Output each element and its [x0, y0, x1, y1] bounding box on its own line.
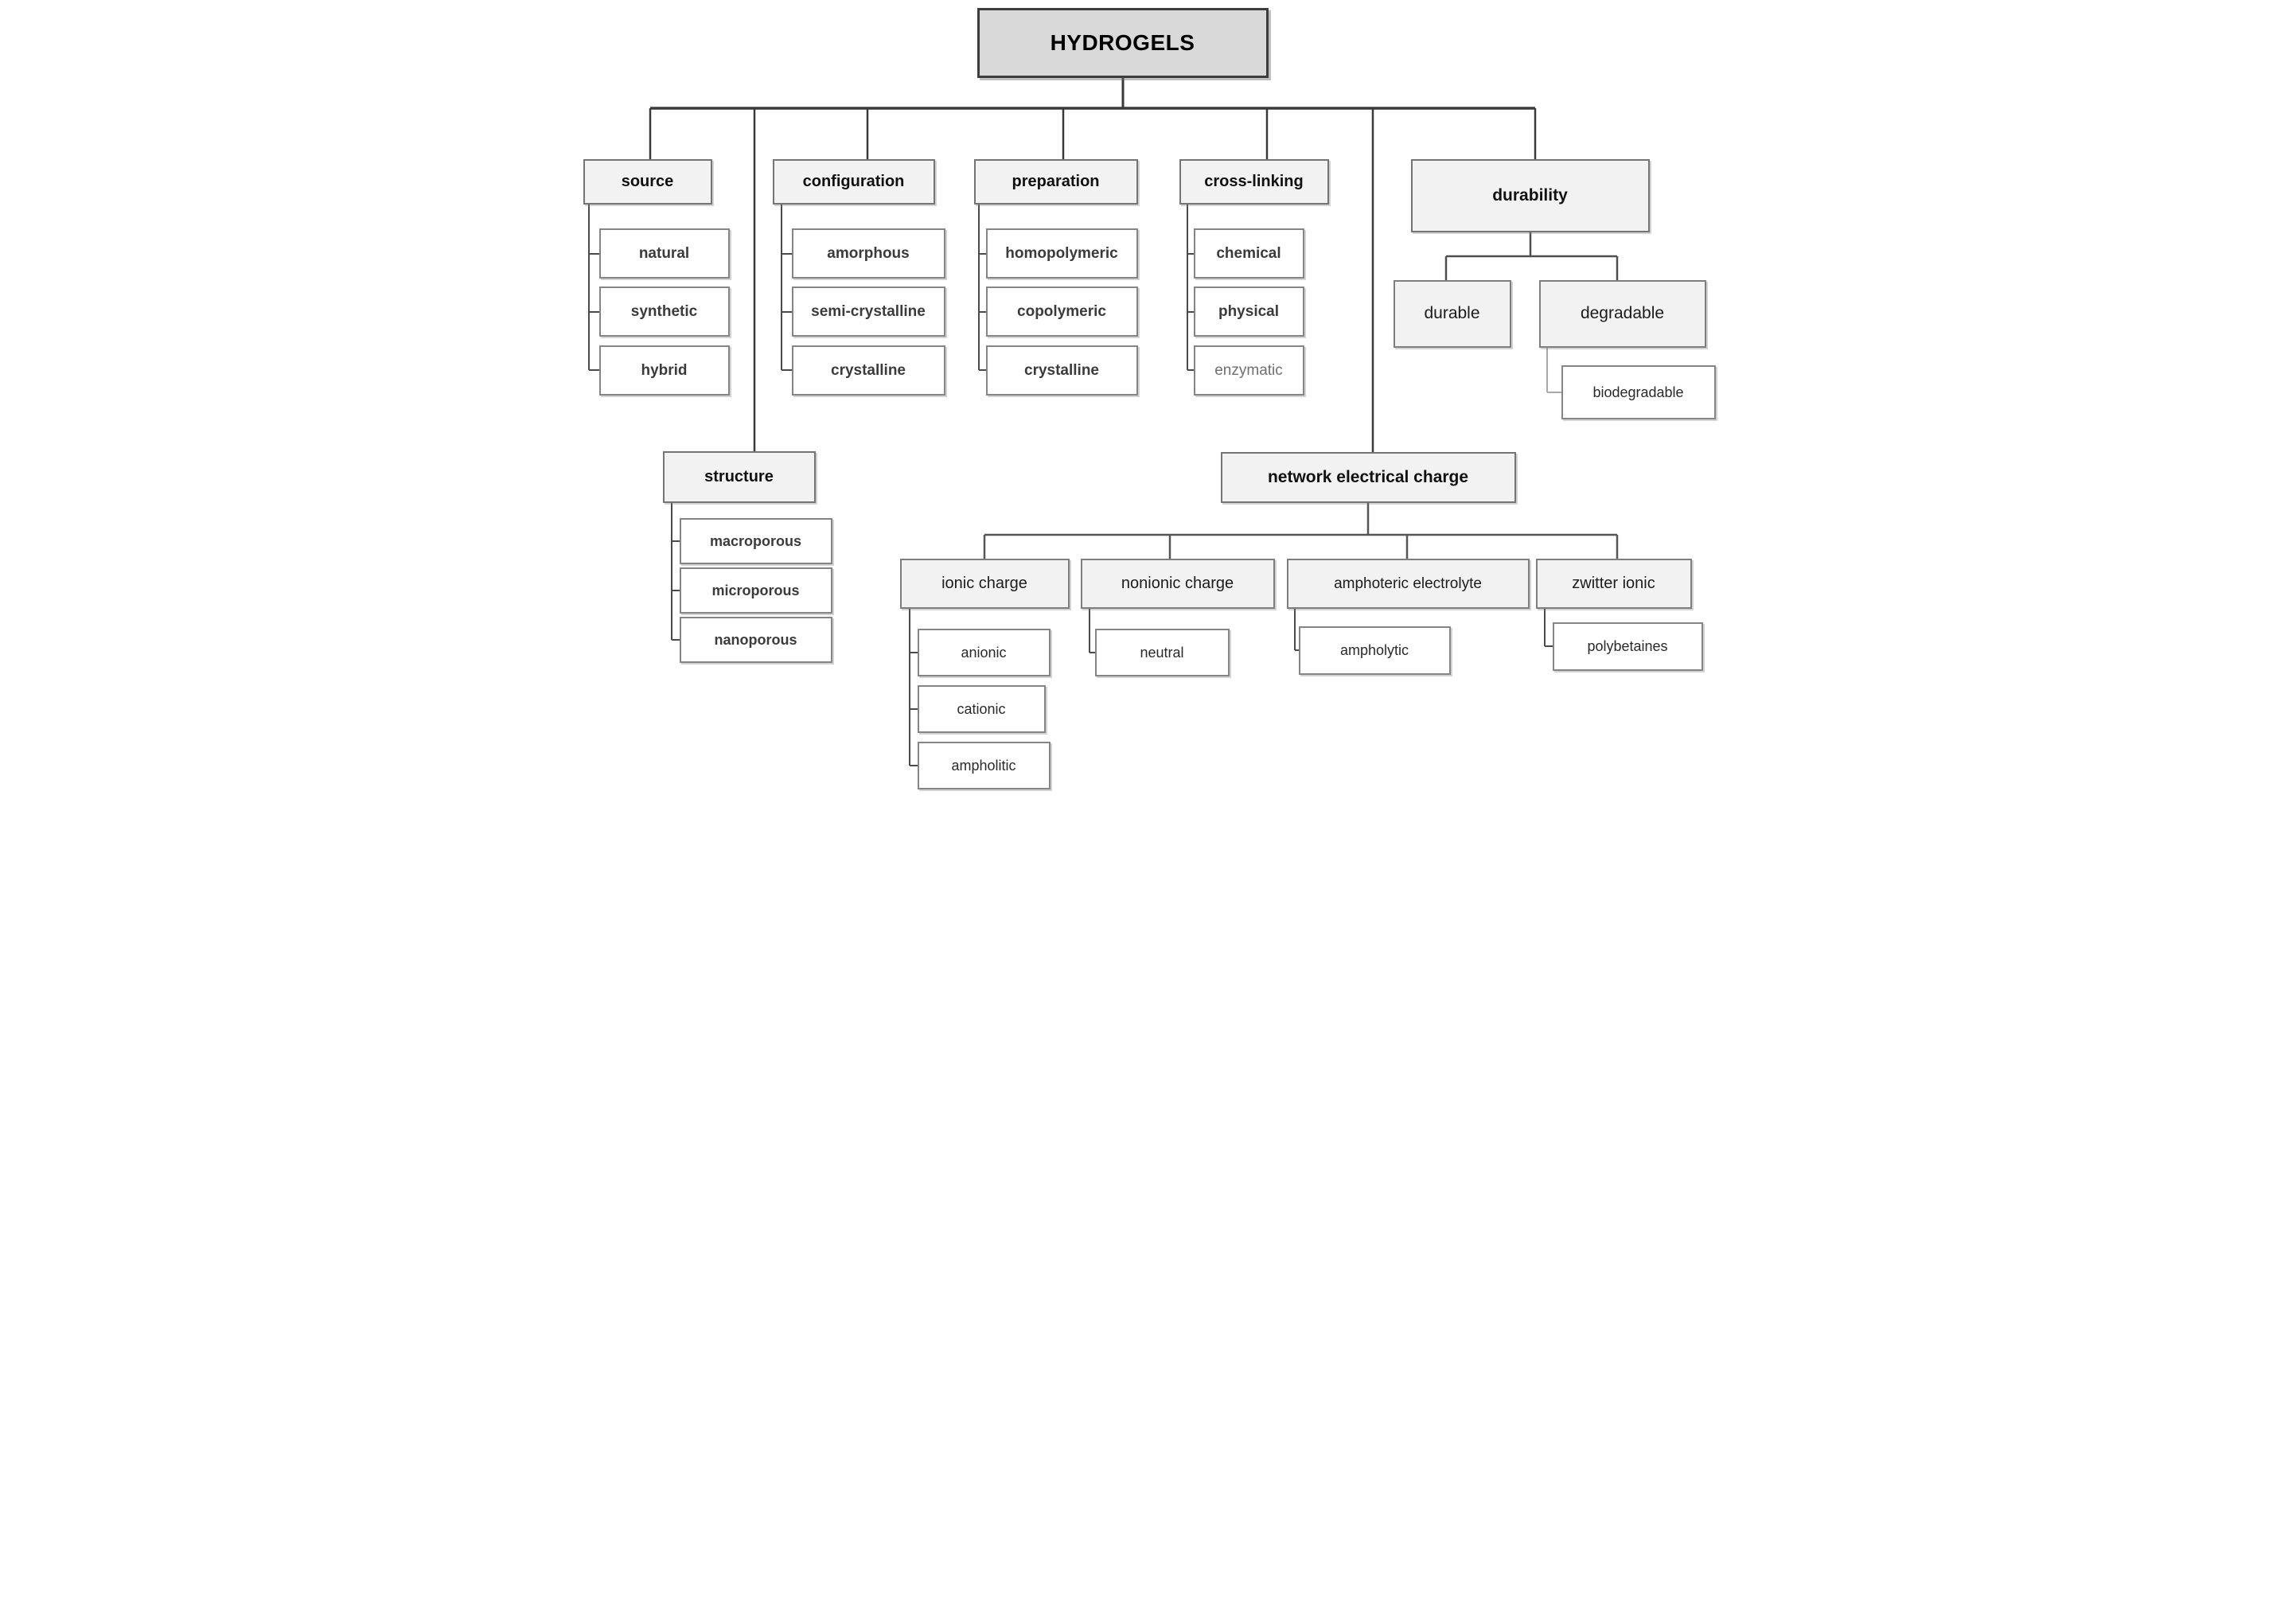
node-network-electrical-charge-label: network electrical charge — [1267, 467, 1469, 486]
node-neutral: neutral — [1094, 629, 1230, 676]
node-structure: structure — [662, 451, 816, 503]
node-hybrid-label: hybrid — [641, 361, 688, 379]
node-anionic: anionic — [917, 629, 1051, 676]
node-macroporous: macroporous — [679, 518, 832, 564]
node-amorphous: amorphous — [791, 228, 945, 279]
node-configuration-label: configuration — [802, 173, 905, 190]
node-hydrogels-label: HYDROGELS — [1050, 30, 1195, 56]
node-physical-label: physical — [1218, 302, 1280, 320]
node-natural-label: natural — [638, 244, 690, 262]
node-zwitter-ionic: zwitter ionic — [1535, 559, 1692, 609]
node-cationic: cationic — [917, 685, 1046, 733]
node-hybrid: hybrid — [598, 345, 730, 396]
node-nonionic-charge-label: nonionic charge — [1121, 575, 1234, 592]
node-preparation-label: preparation — [1012, 173, 1100, 190]
node-ampholitic-label: ampholitic — [951, 757, 1016, 774]
node-synthetic: synthetic — [598, 286, 730, 337]
node-copolymeric: copolymeric — [985, 286, 1138, 337]
connector-configuration-children — [780, 205, 792, 371]
node-cationic-label: cationic — [957, 700, 1006, 717]
node-ampholytic-label: ampholytic — [1339, 642, 1409, 659]
connector-source-children — [587, 205, 599, 371]
node-amphoteric-electrolyte-label: amphoteric electrolyte — [1334, 575, 1482, 592]
node-crystalline-configuration-label: crystalline — [831, 361, 906, 379]
node-cross-linking-label: cross-linking — [1204, 173, 1304, 190]
node-durability: durability — [1410, 159, 1650, 232]
connector-nonionic-child — [1088, 609, 1095, 653]
node-degradable: degradable — [1538, 280, 1706, 348]
node-zwitter-ionic-label: zwitter ionic — [1572, 575, 1655, 592]
node-ionic-charge: ionic charge — [899, 559, 1070, 609]
node-degradable-label: degradable — [1580, 304, 1665, 323]
node-durability-label: durability — [1492, 185, 1568, 205]
connector-degradable-biodegradable — [1546, 348, 1561, 393]
connector-preparation-children — [977, 205, 986, 371]
node-enzymatic: enzymatic — [1193, 345, 1304, 396]
node-durable: durable — [1393, 280, 1511, 348]
node-crystalline-configuration: crystalline — [791, 345, 945, 396]
node-semi-crystalline: semi-crystalline — [791, 286, 945, 337]
connector-lines — [587, 78, 1618, 766]
connector-trunk — [649, 78, 1536, 452]
connector-ionic-children — [908, 609, 918, 766]
connector-durability-split — [1444, 232, 1618, 280]
node-source-label: source — [621, 173, 674, 190]
node-crystalline-preparation-label: crystalline — [1024, 361, 1099, 379]
node-semi-crystalline-label: semi-crystalline — [811, 302, 926, 320]
node-durable-label: durable — [1424, 304, 1480, 323]
connector-zwitter-child — [1543, 609, 1553, 647]
node-enzymatic-label: enzymatic — [1214, 361, 1283, 379]
node-preparation: preparation — [973, 159, 1138, 205]
node-nanoporous: nanoporous — [679, 617, 832, 663]
node-structure-label: structure — [704, 468, 774, 485]
connector-amphoteric-child — [1293, 609, 1299, 651]
node-homopolymeric: homopolymeric — [985, 228, 1138, 279]
node-polybetaines-label: polybetaines — [1587, 638, 1668, 655]
connector-cross-linking-children — [1186, 205, 1194, 371]
node-anionic-label: anionic — [961, 644, 1007, 661]
connector-structure-children — [670, 503, 680, 641]
node-chemical: chemical — [1193, 228, 1304, 279]
node-biodegradable-label: biodegradable — [1592, 384, 1684, 400]
node-ionic-charge-label: ionic charge — [941, 575, 1027, 592]
node-microporous-label: microporous — [711, 582, 800, 598]
node-amorphous-label: amorphous — [827, 244, 910, 262]
node-natural: natural — [598, 228, 730, 279]
node-microporous: microporous — [679, 567, 832, 614]
node-ampholitic: ampholitic — [917, 742, 1051, 789]
node-neutral-label: neutral — [1140, 644, 1184, 661]
node-physical: physical — [1193, 286, 1304, 337]
node-amphoteric-electrolyte: amphoteric electrolyte — [1286, 559, 1530, 609]
node-biodegradable: biodegradable — [1561, 365, 1716, 419]
node-configuration: configuration — [772, 159, 935, 205]
node-synthetic-label: synthetic — [630, 302, 698, 320]
node-chemical-label: chemical — [1216, 244, 1281, 262]
node-hydrogels: HYDROGELS — [976, 8, 1269, 78]
connector-network-rail — [983, 503, 1618, 559]
node-polybetaines: polybetaines — [1552, 622, 1703, 671]
hydrogels-classification-diagram: HYDROGELS source configuration preparati… — [574, 0, 1722, 801]
node-copolymeric-label: copolymeric — [1017, 302, 1106, 320]
node-nonionic-charge: nonionic charge — [1080, 559, 1275, 609]
node-ampholytic: ampholytic — [1298, 626, 1451, 675]
node-source: source — [583, 159, 712, 205]
node-macroporous-label: macroporous — [709, 532, 802, 549]
node-crystalline-preparation: crystalline — [985, 345, 1138, 396]
node-cross-linking: cross-linking — [1179, 159, 1329, 205]
node-nanoporous-label: nanoporous — [714, 631, 797, 648]
node-homopolymeric-label: homopolymeric — [1005, 244, 1118, 262]
node-network-electrical-charge: network electrical charge — [1220, 452, 1516, 503]
